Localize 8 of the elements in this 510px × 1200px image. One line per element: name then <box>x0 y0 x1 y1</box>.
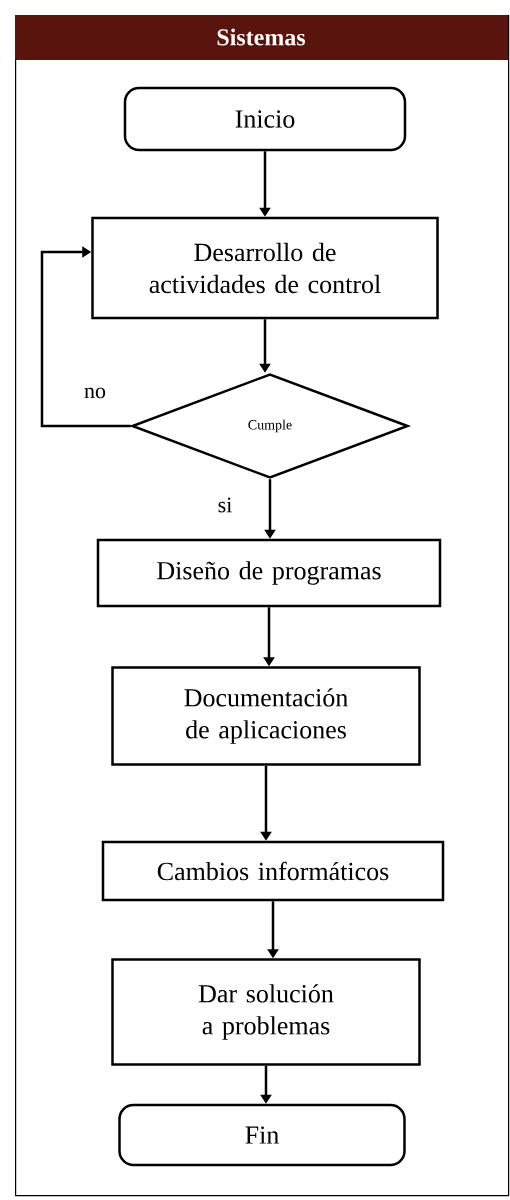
process-box: Desarrollo de actividades de control <box>91 216 439 320</box>
process-box: Dar solución a problemas <box>111 958 421 1066</box>
process-box: Documentación de aplicaciones <box>111 666 421 766</box>
process-box: Diseño de programas <box>96 538 442 608</box>
process-box: Cambios informáticos <box>101 840 445 902</box>
terminal-box: Inicio <box>123 86 407 152</box>
terminal-box: Fin <box>118 1103 406 1167</box>
arrow <box>40 246 131 428</box>
